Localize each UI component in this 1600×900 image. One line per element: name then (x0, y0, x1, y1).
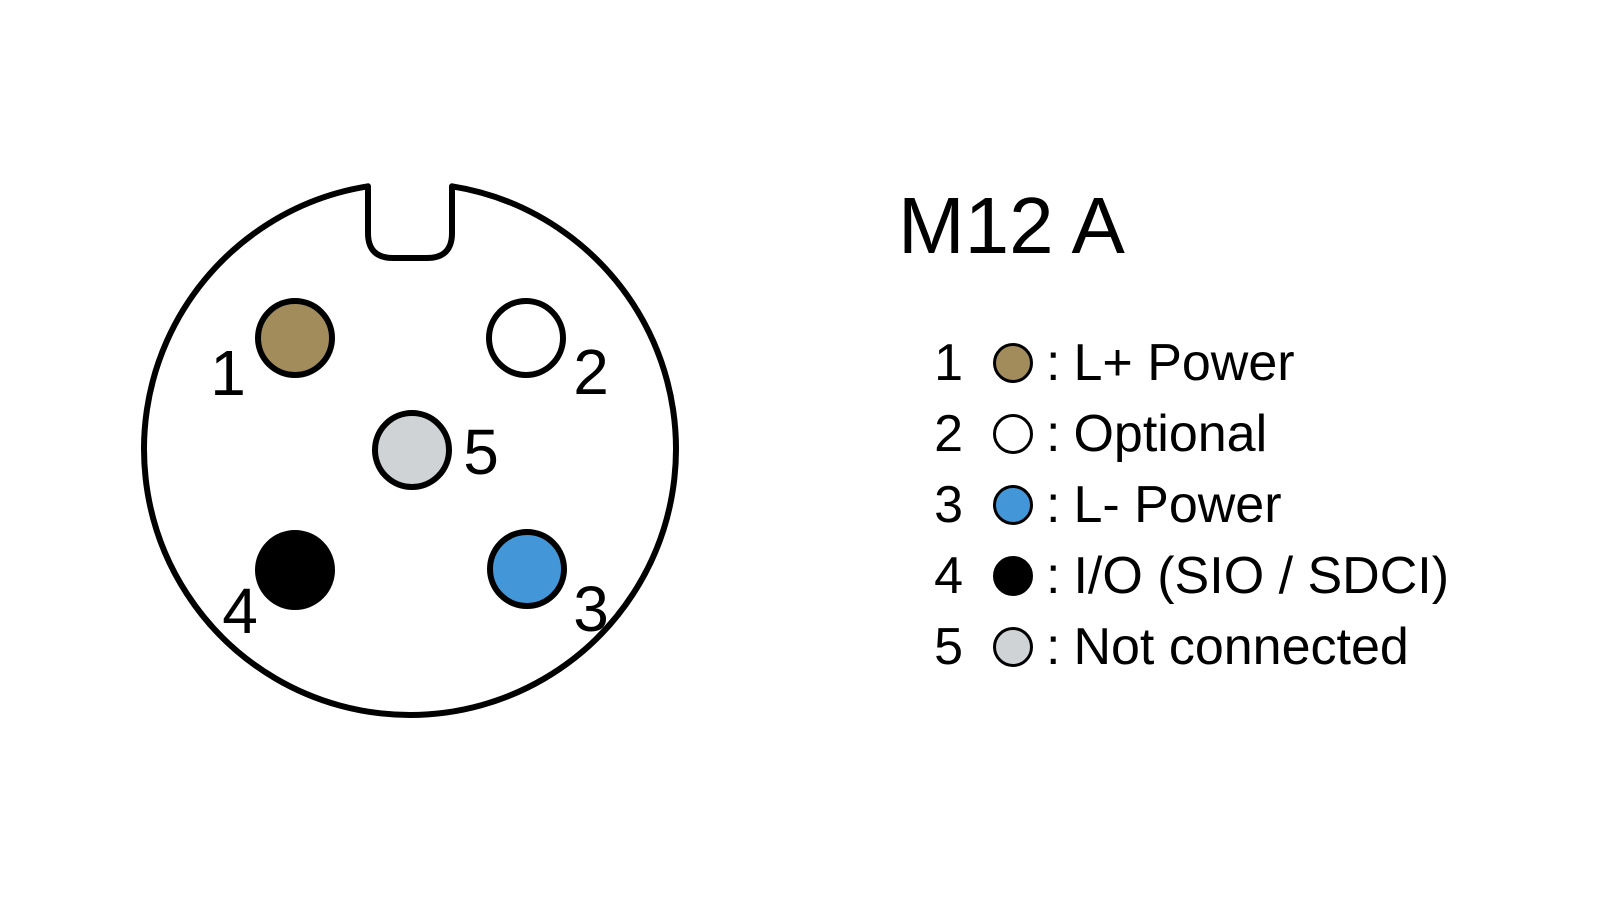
pin-5-circle (372, 410, 452, 490)
legend-pin-number: 2 (934, 404, 963, 463)
pin-2-color-swatch-icon (993, 413, 1033, 454)
pin-2-circle (486, 298, 566, 378)
pin-5-number: 5 (463, 416, 499, 488)
pin-4-color-swatch-icon (993, 555, 1033, 596)
legend-pin-number: 5 (934, 617, 963, 676)
connector-title: M12 A (898, 181, 1125, 270)
legend-pin-label: L+ Power (1073, 333, 1295, 392)
legend-separator: : (1046, 475, 1061, 534)
legend-pin-number: 1 (934, 333, 963, 392)
legend-row-pin-3: 3 : L- Power (905, 469, 1449, 540)
pin-3-color-swatch-icon (993, 484, 1033, 525)
legend-separator: : (1046, 333, 1061, 392)
pin-4-circle (255, 530, 335, 610)
legend-pin-label: Optional (1073, 404, 1268, 463)
legend-pin-label: I/O (SIO / SDCI) (1073, 546, 1450, 605)
legend-pin-label: L- Power (1073, 475, 1282, 534)
legend-pin-label: Not connected (1073, 617, 1409, 676)
pin-3-number: 3 (573, 573, 609, 645)
legend-row-pin-5: 5 : Not connected (905, 611, 1449, 682)
legend-row-pin-4: 4 : I/O (SIO / SDCI) (905, 540, 1449, 611)
pin-4-number: 4 (222, 575, 258, 647)
legend-separator: : (1046, 404, 1061, 463)
pin-1-number: 1 (210, 337, 246, 409)
legend-row-pin-2: 2 : Optional (905, 398, 1449, 469)
legend-separator: : (1046, 617, 1061, 676)
pin-2-number: 2 (573, 336, 609, 408)
pin-1-color-swatch-icon (993, 342, 1033, 383)
connector-face-diagram: 1 2 5 4 3 (141, 183, 679, 718)
pin-3-circle (487, 529, 567, 609)
legend-separator: : (1046, 546, 1061, 605)
pin-legend: 1 : L+ Power 2 : Optional 3 : L- Power 4… (905, 327, 1449, 682)
pin-1-circle (255, 298, 335, 378)
legend-row-pin-1: 1 : L+ Power (905, 327, 1449, 398)
legend-pin-number: 4 (934, 546, 963, 605)
pin-5-color-swatch-icon (993, 626, 1033, 667)
legend-pin-number: 3 (934, 475, 963, 534)
